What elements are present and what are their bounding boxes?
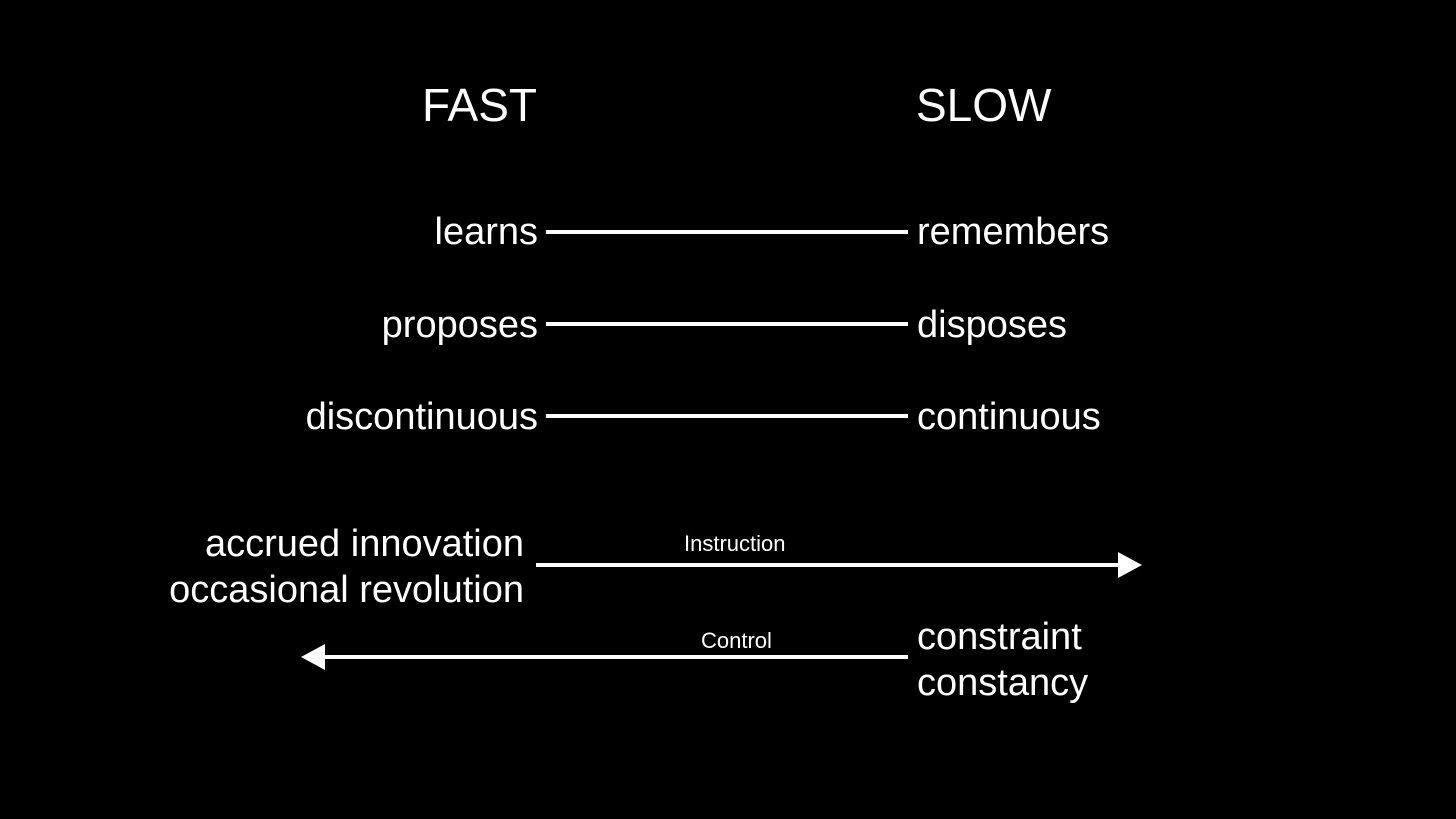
slow-label: disposes [917,304,1067,346]
arrow-right-icon [1118,552,1142,578]
slow-label: continuous [917,396,1101,438]
fast-instruction-text: accrued innovation [205,523,524,565]
instruction-label: Instruction [684,531,786,556]
connector-line [546,230,908,234]
connector-line [546,414,908,418]
connector-line [546,322,908,326]
arrow-left-icon [301,644,325,670]
slow-control-text: constraint [917,616,1082,658]
instruction-arrow-line [536,563,1121,567]
fast-instruction-text: occasional revolution [169,569,524,611]
slow-label: remembers [917,211,1110,253]
control-label: Control [701,628,772,653]
fast-label: discontinuous [305,396,538,438]
fast-label: learns [434,211,539,253]
fast-label: proposes [381,304,538,346]
fast-header: FAST [422,79,538,131]
slow-control-text: constancy [917,662,1089,704]
slow-header: SLOW [916,79,1052,131]
control-arrow-line [322,655,908,659]
